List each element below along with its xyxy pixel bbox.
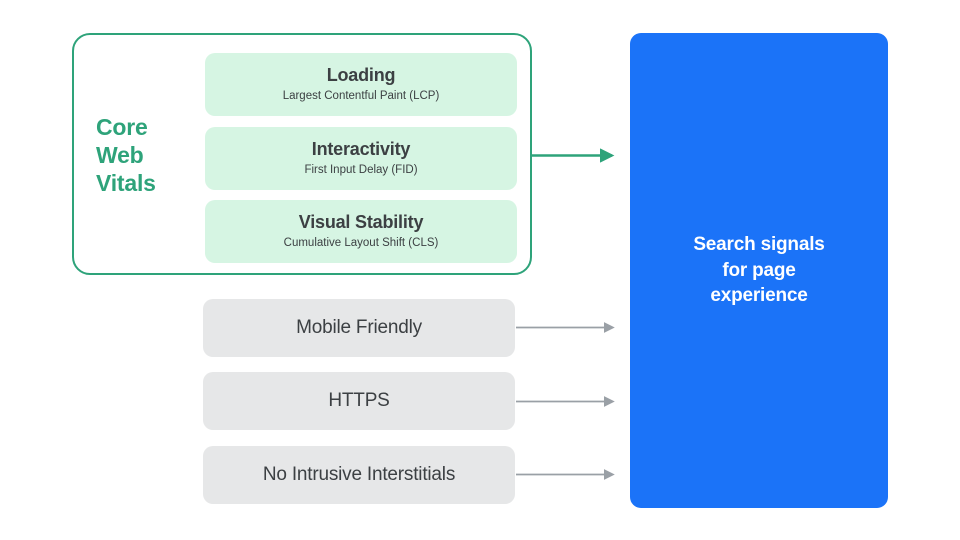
- metric-title: Visual Stability: [298, 212, 424, 233]
- metric-title: Loading: [326, 65, 396, 86]
- signal-label: Mobile Friendly: [296, 317, 422, 338]
- metric-card-loading: Loading Largest Contentful Paint (LCP): [205, 53, 517, 116]
- metric-subtitle: First Input Delay (FID): [304, 163, 418, 176]
- signal-box-mobile-friendly: Mobile Friendly: [203, 299, 515, 357]
- metric-subtitle: Largest Contentful Paint (LCP): [282, 89, 440, 102]
- metric-card-visual-stability: Visual Stability Cumulative Layout Shift…: [205, 200, 517, 263]
- metric-card-interactivity: Interactivity First Input Delay (FID): [205, 127, 517, 190]
- signal-label: HTTPS: [328, 390, 390, 411]
- metric-subtitle: Cumulative Layout Shift (CLS): [283, 236, 439, 249]
- search-signals-box: Search signals for page experience: [630, 33, 888, 508]
- search-signals-text: Search signals for page experience: [693, 233, 825, 307]
- signal-box-no-intrusive-interstitials: No Intrusive Interstitials: [203, 446, 515, 504]
- core-web-vitals-label: Core Web Vitals: [96, 114, 156, 197]
- signal-box-https: HTTPS: [203, 372, 515, 430]
- signal-label: No Intrusive Interstitials: [262, 464, 456, 485]
- metric-title: Interactivity: [311, 139, 411, 160]
- core-web-vitals-group: Core Web Vitals Loading Largest Contentf…: [72, 33, 532, 275]
